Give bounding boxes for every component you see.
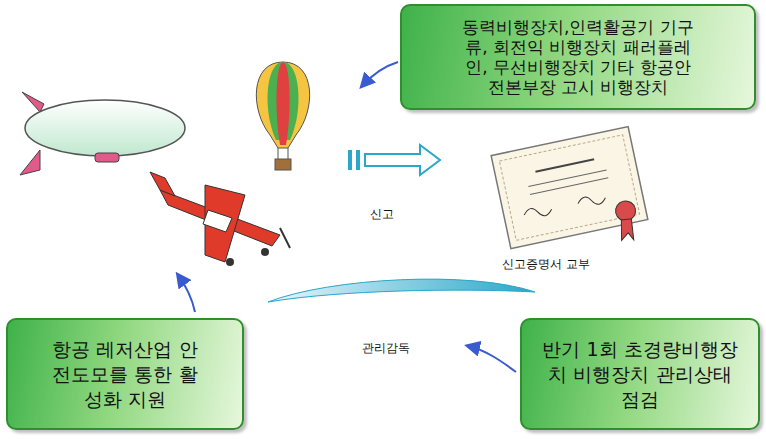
leader-arrow	[362, 62, 398, 86]
hot-air-balloon	[256, 62, 309, 170]
inspection-box: 반기 1회 초경량비행장치 비행장치 관리상태 점검	[520, 318, 760, 430]
box-text: 동력비행장치,인력활공기 기구류, 회전익 비행장치 패러플레인, 무선비행장치…	[462, 17, 694, 97]
supervision-label: 관리감독	[362, 340, 410, 357]
report-arrow	[348, 145, 440, 175]
box-text: 반기 1회 초경량비행장치 비행장치 관리상태 점검	[538, 337, 743, 412]
leader-arrow	[178, 275, 195, 312]
red-airplane	[150, 172, 290, 266]
certificate	[491, 127, 651, 266]
category-box: 동력비행장치,인력활공기 기구류, 회전익 비행장치 패러플레인, 무선비행장치…	[400, 4, 756, 110]
leader-arrow	[468, 346, 516, 372]
report-label: 신고	[370, 206, 394, 223]
certificate-label: 신고증명서 교부	[502, 256, 590, 273]
supervision-swoosh	[268, 279, 535, 302]
goal-box: 항공 레저산업 안전도모를 통한 활성화 지원	[6, 318, 244, 430]
blimp	[20, 92, 185, 175]
box-text: 항공 레저산업 안전도모를 통한 활성화 지원	[45, 337, 205, 412]
